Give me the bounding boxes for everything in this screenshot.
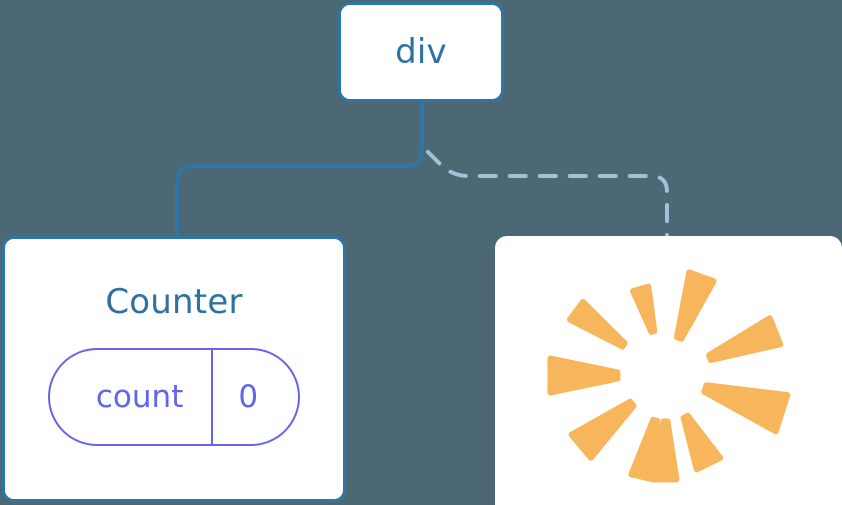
sparkle-ray-2 — [630, 283, 658, 335]
state-key: count — [95, 378, 184, 415]
state-pill-divider — [211, 350, 214, 444]
node-render-burst[interactable] — [495, 236, 842, 505]
sparkle-ray-10 — [651, 418, 680, 483]
sparkle-ray-5 — [568, 398, 637, 461]
node-counter[interactable]: Counter count 0 — [2, 236, 346, 502]
sparkle-ray-9 — [706, 315, 784, 363]
node-div[interactable]: div — [338, 2, 504, 102]
state-value: 0 — [238, 378, 259, 415]
sparkle-ray-3 — [567, 298, 628, 350]
sparkle-ray-1 — [674, 269, 717, 342]
node-div-label: div — [395, 32, 447, 72]
sparkle-ray-4 — [547, 355, 621, 396]
state-pill-count[interactable]: count 0 — [47, 348, 301, 446]
sparkle-ray-8 — [701, 382, 791, 435]
edge-div-to-sparkle — [426, 150, 669, 239]
sparkle-ray-7 — [680, 412, 724, 473]
node-counter-label: Counter — [105, 282, 243, 322]
sparkle-burst-icon — [547, 269, 791, 483]
edge-div-to-counter — [175, 100, 424, 239]
